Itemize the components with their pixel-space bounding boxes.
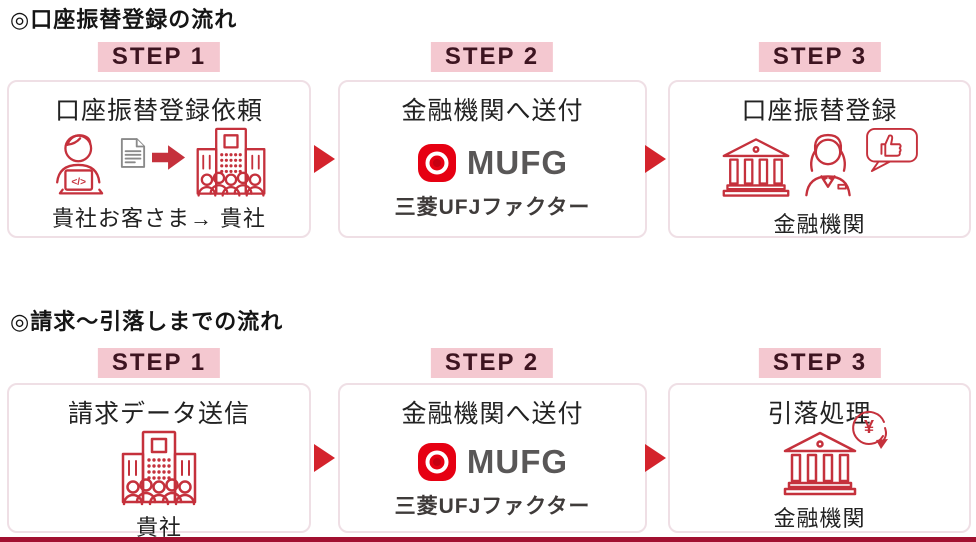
flow2-step1-label: STEP 1 bbox=[97, 348, 221, 378]
svg-text:</>: </> bbox=[71, 177, 86, 188]
flow-arrow-icon bbox=[314, 444, 335, 472]
flow2-step3-label: STEP 3 bbox=[758, 348, 882, 378]
flow1-step2-box: 金融機関へ送付 MUFG 三菱UFJファクター bbox=[338, 80, 647, 238]
flow1-step3-icons bbox=[721, 127, 919, 207]
bottom-accent-bar bbox=[0, 537, 976, 542]
customer-at-laptop-icon: </> bbox=[56, 134, 104, 195]
svg-text:¥: ¥ bbox=[863, 417, 873, 437]
flow-arrow-icon bbox=[645, 145, 666, 173]
mufg-logo-icon bbox=[417, 143, 456, 182]
flow1-step1-title: 口座振替登録依頼 bbox=[54, 97, 263, 125]
flow1-step3-caption: 金融機関 bbox=[773, 212, 866, 237]
mufg-logo-icon bbox=[417, 442, 456, 481]
flow-arrow-icon bbox=[314, 145, 335, 173]
mufg-logo-text: MUFG bbox=[466, 442, 569, 480]
company-building-icon bbox=[121, 430, 197, 506]
flow1-heading: ◎口座振替登録の流れ bbox=[10, 7, 238, 32]
send-arrow-icon bbox=[152, 144, 186, 170]
document-icon bbox=[120, 138, 146, 168]
flow-arrow-icon bbox=[645, 444, 666, 472]
mufg-logo-text: MUFG bbox=[466, 143, 569, 181]
flow1-step3-box: 口座振替登録 bbox=[668, 80, 971, 238]
flow2-step1-box: 請求データ送信 貴社 bbox=[7, 383, 311, 540]
flow1-step1-label: STEP 1 bbox=[97, 42, 221, 72]
flow2-mufg-logo: MUFG 三菱UFJファクター bbox=[395, 430, 591, 531]
company-building-icon bbox=[196, 127, 266, 197]
flow1-step1-icons: </> bbox=[48, 127, 270, 201]
flow2-step2-title: 金融機関へ送付 bbox=[401, 400, 584, 428]
flow1-step3-label: STEP 3 bbox=[758, 42, 882, 72]
flow1-step2-title: 金融機関へ送付 bbox=[401, 97, 584, 125]
yen-withdrawal-icon: ¥ bbox=[851, 410, 888, 449]
flow1-step3-title: 口座振替登録 bbox=[741, 97, 898, 125]
flow2-step2-box: 金融機関へ送付 MUFG 三菱UFJファクター bbox=[338, 383, 647, 533]
flow2-step3-icons: ¥ bbox=[782, 410, 888, 501]
flow2-step2-label: STEP 2 bbox=[430, 348, 554, 378]
flow2-step1-title: 請求データ送信 bbox=[67, 400, 250, 428]
flow2-step1-icons bbox=[117, 430, 201, 510]
flow2-step3-box: 引落処理 ¥ bbox=[668, 383, 971, 533]
flow2-heading: ◎請求～引落しまでの流れ bbox=[10, 309, 284, 334]
flow2-step1-caption: 貴社 bbox=[135, 515, 182, 540]
thumbs-up-bubble-icon bbox=[865, 127, 918, 173]
bank-icon bbox=[722, 138, 789, 197]
mufg-logo-subtext: 三菱UFJファクター bbox=[394, 494, 591, 518]
flow1-step2-label: STEP 2 bbox=[430, 42, 554, 72]
flow1-mufg-logo: MUFG 三菱UFJファクター bbox=[395, 127, 591, 236]
clerk-icon bbox=[804, 133, 851, 197]
bank-icon bbox=[783, 431, 856, 496]
flow2-step3-caption: 金融機関 bbox=[773, 506, 866, 531]
flow1-step1-box: 口座振替登録依頼 </> bbox=[7, 80, 311, 238]
mufg-logo-subtext: 三菱UFJファクター bbox=[394, 195, 591, 219]
flow1-step1-caption: 貴社お客さま→ 貴社 bbox=[51, 206, 267, 231]
